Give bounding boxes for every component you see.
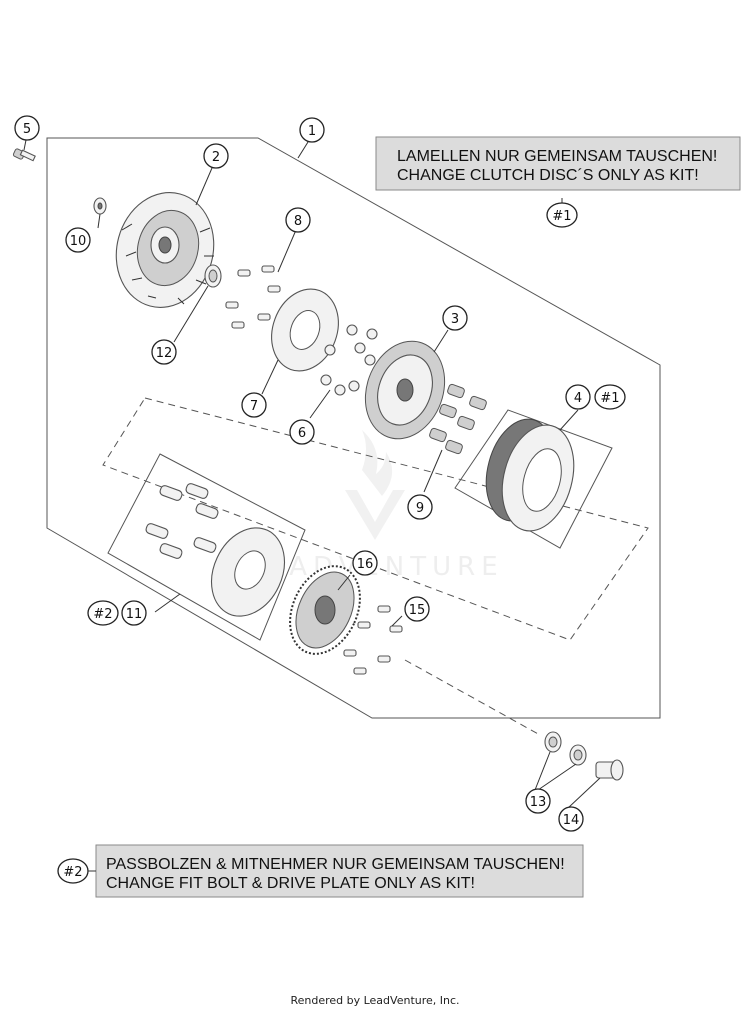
svg-text:5: 5 bbox=[23, 122, 31, 137]
part-12-washer-hole bbox=[208, 269, 218, 283]
part-14-sleeve bbox=[595, 759, 624, 781]
callout-4: 4 bbox=[565, 384, 591, 410]
callout-12: 12 bbox=[151, 339, 177, 365]
part-3-clutch-hub bbox=[364, 340, 446, 440]
part-15-screws bbox=[343, 605, 403, 675]
callout-11-kit-ref: #2 bbox=[87, 600, 119, 626]
svg-text:4: 4 bbox=[574, 391, 582, 406]
footer-credit: Rendered by LeadVenture, Inc. bbox=[290, 994, 460, 1007]
svg-text:#1: #1 bbox=[600, 391, 619, 406]
callout-3: 3 bbox=[442, 305, 468, 331]
svg-text:10: 10 bbox=[70, 234, 87, 249]
part-10-washer-hole bbox=[97, 202, 103, 210]
svg-text:14: 14 bbox=[563, 813, 580, 828]
part-8-screws bbox=[225, 265, 281, 329]
part-2-clutch-basket bbox=[115, 192, 215, 308]
callout-5: 5 bbox=[14, 115, 40, 141]
svg-text:#1: #1 bbox=[552, 209, 571, 224]
note-kit-2: PASSBOLZEN & MITNEHMER NUR GEMEINSAM TAU… bbox=[95, 844, 584, 898]
callout-11: 11 bbox=[121, 600, 147, 626]
callout-7: 7 bbox=[241, 392, 267, 418]
callout-kit1-ref: #1 bbox=[546, 202, 578, 228]
callout-14: 14 bbox=[558, 806, 584, 832]
note-kit-2-line1: PASSBOLZEN & MITNEHMER NUR GEMEINSAM TAU… bbox=[106, 856, 565, 873]
part-5-bolt bbox=[12, 148, 36, 162]
note-kit-2-line2: CHANGE FIT BOLT & DRIVE PLATE ONLY AS KI… bbox=[106, 875, 475, 892]
svg-text:7: 7 bbox=[250, 399, 258, 414]
note-kit-1-line2: CHANGE CLUTCH DISC´S ONLY AS KIT! bbox=[397, 167, 699, 184]
drive-plate bbox=[211, 527, 285, 617]
svg-text:#2: #2 bbox=[93, 607, 112, 622]
assembly-frame bbox=[46, 137, 661, 719]
svg-text:11: 11 bbox=[126, 607, 143, 622]
svg-text:12: 12 bbox=[156, 346, 173, 361]
part-11-fit-bolts bbox=[145, 483, 219, 559]
callout-16: 16 bbox=[352, 550, 378, 576]
part-6-balls bbox=[320, 324, 378, 396]
callout-8: 8 bbox=[285, 207, 311, 233]
part-9-springs bbox=[429, 383, 487, 455]
svg-text:15: 15 bbox=[409, 603, 426, 618]
callout-10: 10 bbox=[65, 227, 91, 253]
part-13-bushings bbox=[544, 731, 587, 766]
svg-text:6: 6 bbox=[298, 426, 306, 441]
callout-13: 13 bbox=[525, 788, 551, 814]
svg-text:2: 2 bbox=[212, 150, 220, 165]
callout-15: 15 bbox=[404, 596, 430, 622]
part-7-pressure-plate bbox=[271, 288, 339, 372]
callout-9: 9 bbox=[407, 494, 433, 520]
part-4-clutch-disc-pack bbox=[485, 418, 575, 532]
svg-text:8: 8 bbox=[294, 214, 302, 229]
svg-text:1: 1 bbox=[308, 124, 316, 139]
callout-1: 1 bbox=[299, 117, 325, 143]
svg-text:13: 13 bbox=[530, 795, 547, 810]
svg-text:#2: #2 bbox=[63, 865, 82, 880]
leader-lines bbox=[23, 139, 601, 809]
svg-text:9: 9 bbox=[416, 501, 424, 516]
note-kit-1-line1: LAMELLEN NUR GEMEINSAM TAUSCHEN! bbox=[397, 148, 717, 165]
sub-assembly-dashed-frame bbox=[102, 397, 649, 641]
note-kit-1: LAMELLEN NUR GEMEINSAM TAUSCHEN! CHANGE … bbox=[375, 136, 741, 191]
axis-line bbox=[404, 659, 541, 736]
callout-4-kit-ref: #1 bbox=[594, 384, 626, 410]
drive-plate-kit-frame bbox=[107, 453, 306, 641]
callout-kit2-ref: #2 bbox=[57, 858, 89, 884]
callout-6: 6 bbox=[289, 419, 315, 445]
callout-2: 2 bbox=[203, 143, 229, 169]
svg-text:16: 16 bbox=[357, 557, 374, 572]
svg-text:3: 3 bbox=[451, 312, 459, 327]
part-16-primary-gear bbox=[289, 565, 361, 655]
